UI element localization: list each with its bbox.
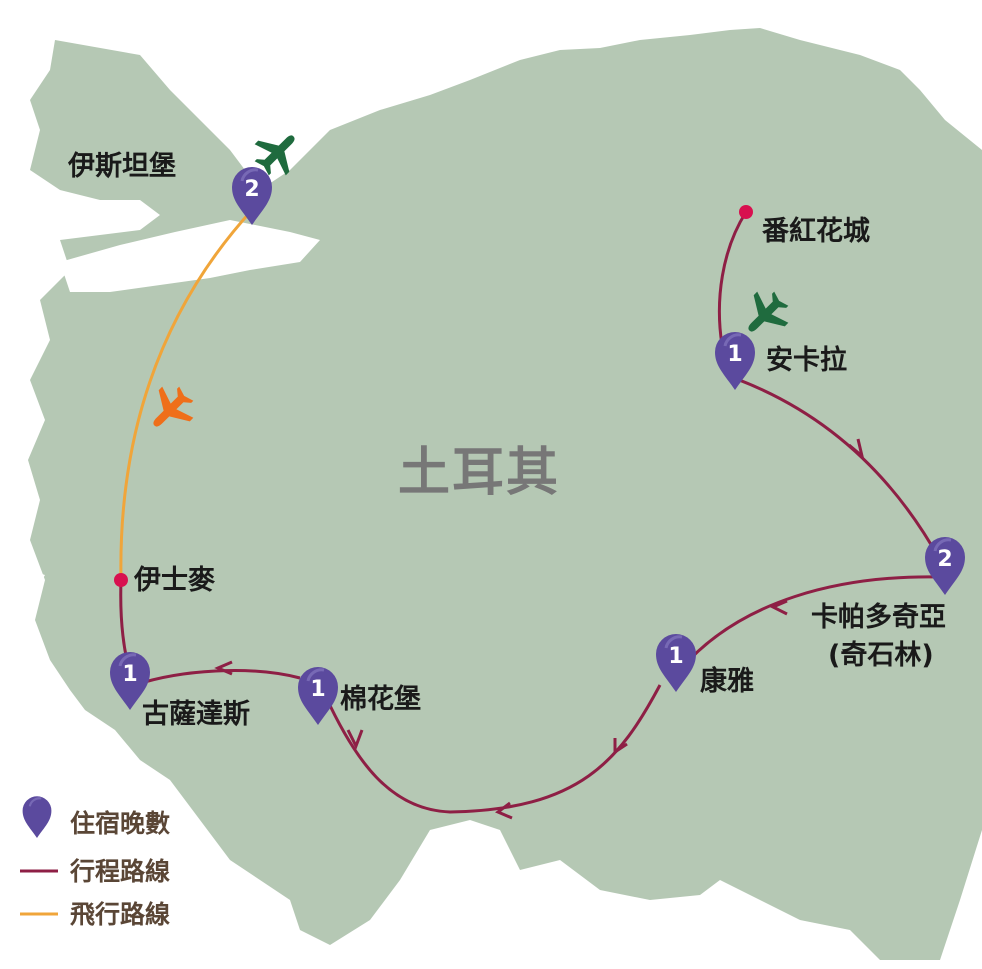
pin-kusadasi: 1 [108,650,152,712]
pin-konya: 1 [654,632,698,694]
nights-pamukkale: 1 [310,677,325,702]
city-cappadocia-note: (奇石林) [828,640,934,671]
coastal-inlet [0,560,45,600]
safranbolu-dot [739,205,753,219]
nights-istanbul: 2 [244,177,259,202]
pin-istanbul: 2 [230,165,274,227]
sea-of-marmara [60,220,320,292]
city-cappadocia: 卡帕多奇亞 [811,602,946,633]
pin-ankara: 1 [713,330,757,392]
nights-konya: 1 [668,644,683,669]
nights-kusadasi: 1 [122,662,137,687]
pin-cappadocia: 2 [923,535,967,597]
city-safranbolu: 番紅花城 [762,216,870,247]
country-label: 土耳其 [398,443,560,503]
city-izmir: 伊士麥 [133,565,216,596]
city-ankara: 安卡拉 [766,344,847,376]
city-konya: 康雅 [700,665,754,697]
legend-nights: 住宿晚數 [70,809,170,838]
pin-pamukkale: 1 [296,665,340,727]
legend: 住宿晚數 行程路線 飛行路線 [20,795,170,929]
flight-route [119,208,254,581]
city-istanbul: 伊斯坦堡 [67,150,176,182]
city-kusadasi: 古薩達斯 [142,699,250,730]
legend-flight: 飛行路線 [70,900,170,929]
coastal-inlet [0,300,28,335]
nights-cappadocia: 2 [937,547,952,572]
legend-route: 行程路線 [69,857,170,886]
route-arrow-icon [214,438,865,820]
izmir-dot [114,573,128,587]
nights-ankara: 1 [727,342,742,367]
coastal-inlet [0,800,100,900]
city-pamukkale: 棉花堡 [340,683,421,715]
